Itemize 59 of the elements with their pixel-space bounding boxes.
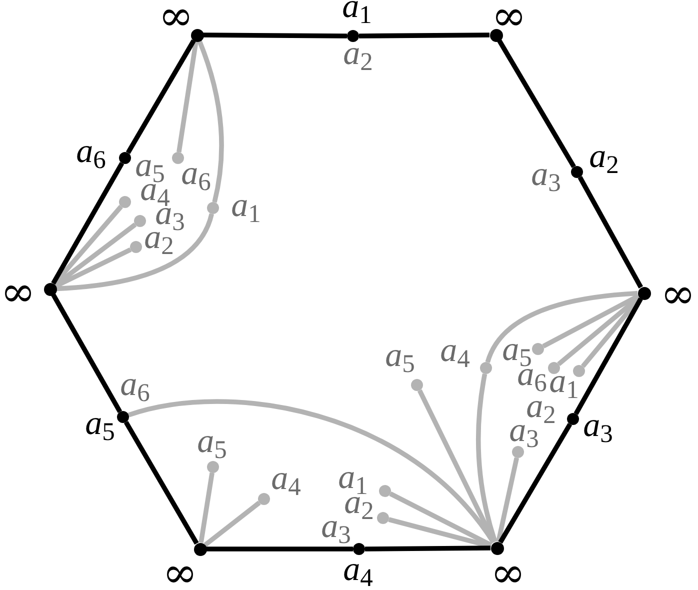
connector-curve [476,374,498,542]
connector-curve [128,399,496,544]
connector-line [54,247,132,288]
point-label: a$_{3}$ [509,425,539,449]
point-label: a$_{6}$ [517,369,547,393]
point-label: a$_{2}$ [343,48,373,72]
point-label: a$_{4}$ [343,564,373,588]
connector-line [417,389,496,544]
infinity-label: ∞ [0,282,36,302]
connector-line [389,492,492,548]
point-label: a$_{5}$ [197,436,227,460]
point-label: a$_{1}$ [231,200,261,224]
hexagon-side [498,422,572,544]
hexagon-side [574,298,643,415]
hexagon-side [124,421,199,545]
point-label: a$_{6}$ [120,379,150,403]
point-label: a$_{2}$ [144,232,174,256]
point-label: a$_{5}$ [85,418,115,442]
connector-line [198,472,214,543]
connector-curve [197,40,224,203]
infinity-label: ∞ [660,284,696,304]
point-label: a$_{1}$ [549,376,579,400]
point-label: a$_{2}$ [344,497,374,521]
point-label: a$_{3}$ [531,169,561,193]
hexagon-side [51,293,122,413]
point-label: a$_{1}$ [342,1,372,25]
point-label: a$_{4}$ [440,345,470,369]
point-label: a$_{1}$ [338,472,368,496]
connector-line [496,457,520,542]
hexagon-side [497,39,576,168]
point-label: a$_{3}$ [583,420,613,444]
connector-line [176,41,198,152]
connector-line [542,294,640,348]
point-label: a$_{2}$ [526,401,556,425]
infinity-label: ∞ [158,6,194,26]
infinity-label: ∞ [162,563,198,583]
point-label: a$_{6}$ [76,146,106,170]
connector-curve [485,290,638,364]
hexagon-side [364,546,491,552]
point-label: a$_{3}$ [321,521,351,545]
infinity-label: ∞ [490,563,526,583]
hexagon-side [51,162,124,285]
point-label: a$_{3}$ [155,208,185,232]
point-label: a$_{5}$ [135,160,165,184]
point-label: a$_{5}$ [502,344,532,368]
connector-line [557,295,641,366]
point-label: a$_{4}$ [140,184,170,208]
point-label: a$_{6}$ [181,168,211,192]
point-label: a$_{5}$ [385,350,415,374]
connector-line [204,500,261,547]
point-label: a$_{2}$ [589,151,619,175]
point-label: a$_{4}$ [271,473,301,497]
hexagon-side [206,546,353,552]
hexagon-side [578,176,643,288]
hexagon-side [203,32,348,38]
connector-curve [56,213,214,292]
hexagon-side [358,32,490,38]
infinity-label: ∞ [492,6,526,26]
hexagon-side [126,39,196,154]
